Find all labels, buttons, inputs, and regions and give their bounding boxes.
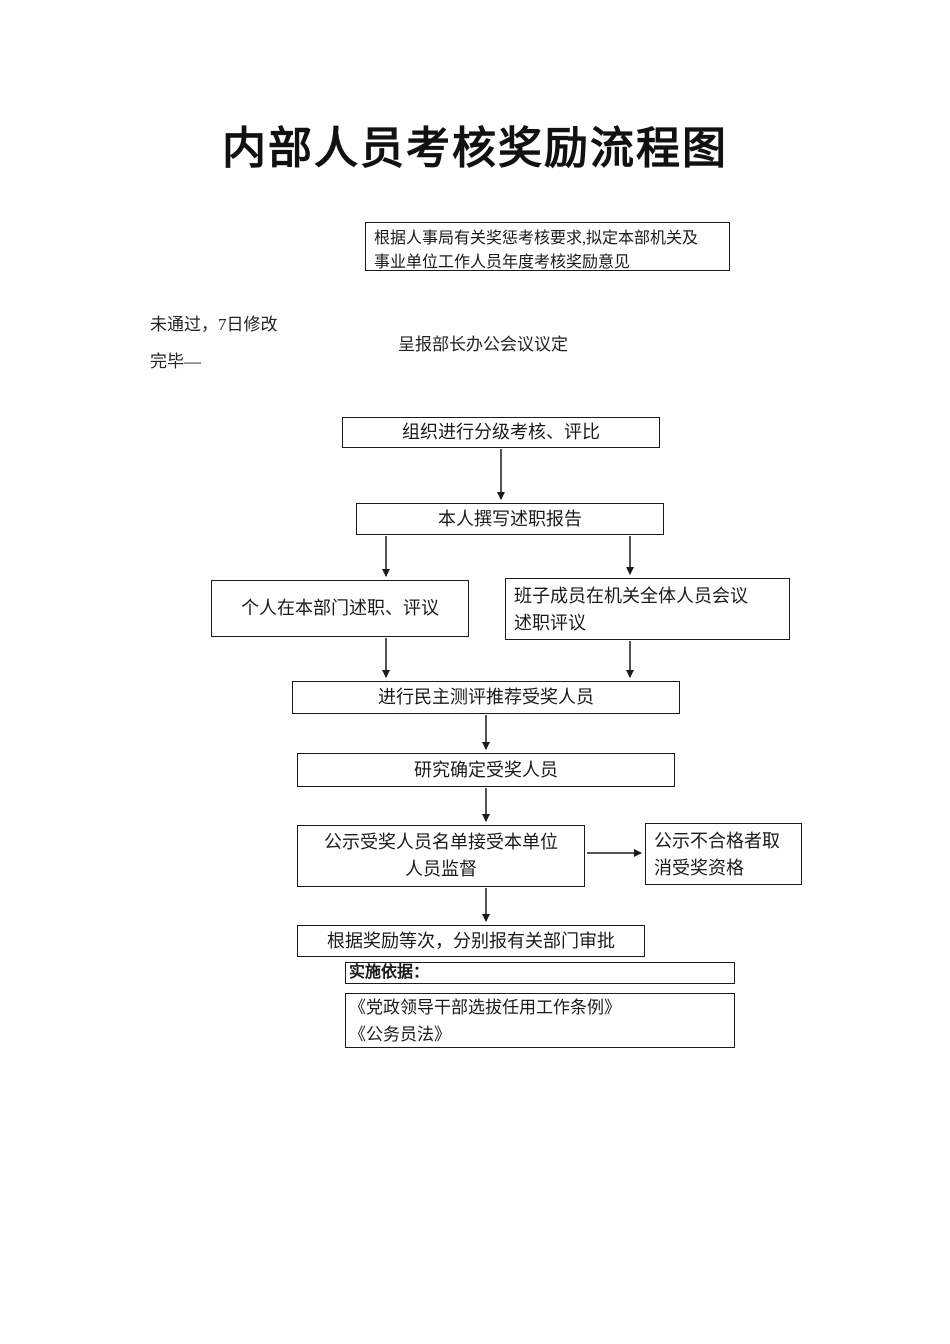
note-finished: 完毕— bbox=[150, 352, 201, 371]
flow-box-determine-awardees: 研究确定受奖人员 bbox=[297, 753, 675, 787]
flow-box-organize-assessment: 组织进行分级考核、评比 bbox=[342, 417, 660, 448]
flow-box-individual-review: 个人在本部门述职、评议 bbox=[211, 580, 469, 637]
flow-box-disqualify: 公示不合格者取 消受奖资格 bbox=[645, 823, 802, 885]
note-submit-meeting: 呈报部长办公会议议定 bbox=[398, 335, 568, 354]
flow-box-report-approval: 根据奖励等次，分别报有关部门审批 bbox=[297, 925, 645, 957]
flow-box-write-report: 本人撰写述职报告 bbox=[356, 503, 664, 535]
flow-box-democratic-evaluation: 进行民主测评推荐受奖人员 bbox=[292, 681, 680, 714]
note-not-passed: 未通过，7日修改 bbox=[150, 315, 278, 334]
flow-box-team-review: 班子成员在机关全体人员会议 述职评议 bbox=[505, 578, 790, 640]
flow-box-publicize-awardees: 公示受奖人员名单接受本单位 人员监督 bbox=[297, 825, 585, 887]
flow-box-basis-references: 《党政领导干部选拔任用工作条例》 《公务员法》 bbox=[345, 993, 735, 1048]
flow-box-basis-label: 实施依据： bbox=[345, 962, 735, 984]
flow-box-prepare-opinion: 根据人事局有关奖惩考核要求,拟定本部机关及 事业单位工作人员年度考核奖励意见 bbox=[365, 222, 730, 271]
page-title: 内部人员考核奖励流程图 bbox=[222, 124, 728, 173]
